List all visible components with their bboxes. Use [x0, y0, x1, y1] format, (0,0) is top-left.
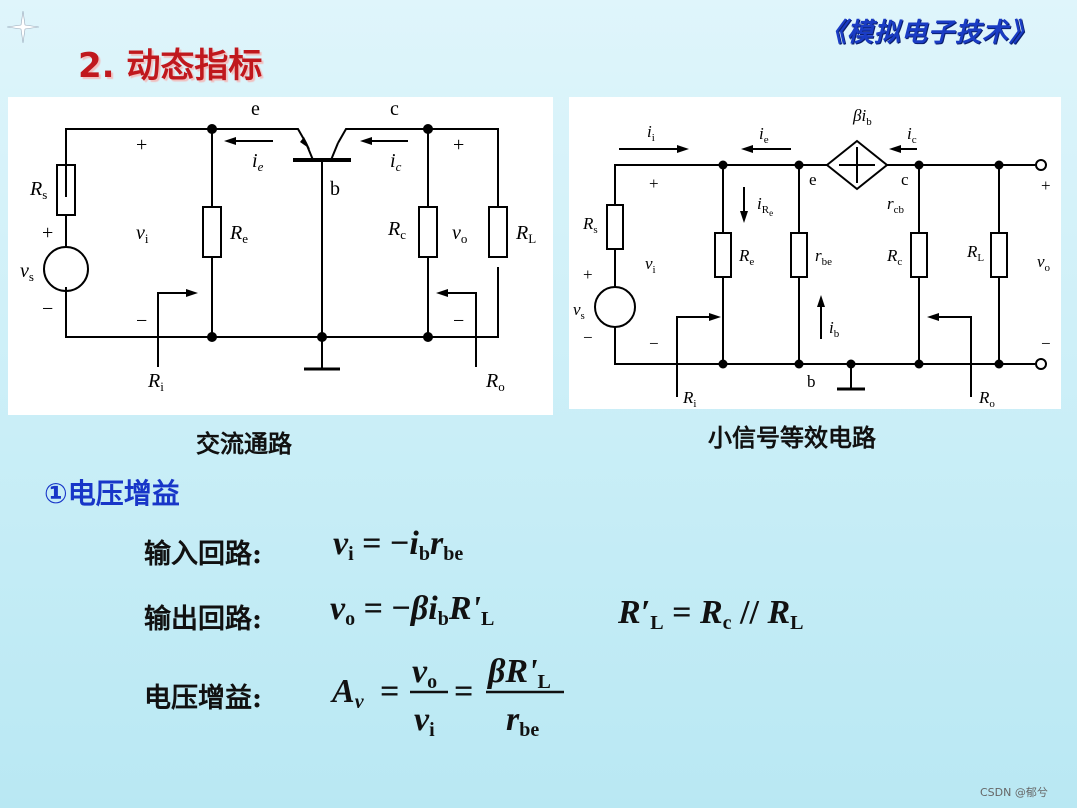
- input-minus: −: [136, 310, 147, 332]
- output-minus: −: [453, 310, 464, 332]
- gain-lhs: Av: [330, 673, 365, 713]
- output-plus: +: [453, 134, 464, 156]
- gain-den2: rbe: [506, 701, 539, 741]
- input-minus: −: [649, 334, 659, 353]
- ac-path-caption: 交流通路: [196, 429, 292, 458]
- node-b-label: b: [330, 178, 340, 200]
- gain-num1: vo: [412, 653, 437, 693]
- gain-den1: vi: [414, 701, 435, 741]
- input-plus: +: [649, 174, 659, 193]
- gain-num2: βR'L: [486, 653, 551, 693]
- course-title: 《模拟电子技术》: [820, 18, 1037, 48]
- source-plus: +: [42, 222, 53, 244]
- rl-label: RL: [515, 222, 536, 246]
- ro-label: Ro: [485, 370, 505, 394]
- slide-title: 2. 动态指标: [78, 46, 263, 86]
- ire-label: iRe: [757, 194, 773, 218]
- source-minus: −: [42, 298, 53, 320]
- gain-eq2: =: [454, 673, 473, 710]
- vs-label: vs: [20, 260, 34, 284]
- ie-label: ie: [759, 124, 769, 146]
- node-b-label: b: [807, 372, 816, 391]
- rl-label: RL: [966, 242, 984, 264]
- rc-label: Rc: [387, 218, 406, 242]
- node-e-label: e: [251, 98, 260, 120]
- source-minus: −: [583, 328, 593, 347]
- ic-label: ic: [907, 124, 917, 146]
- rs-label: Rs: [29, 178, 47, 202]
- sparkle-icon: [6, 10, 40, 44]
- ii-label: ii: [647, 122, 655, 144]
- node-c-label: c: [901, 170, 909, 189]
- section-heading: ①电压增益: [44, 477, 180, 510]
- load-parallel-equation: R′L = Rc // RL: [618, 594, 804, 634]
- rbe-label: rbe: [815, 246, 832, 268]
- vo-label: vo: [452, 222, 467, 246]
- small-signal-caption: 小信号等效电路: [708, 423, 876, 452]
- voltage-gain-equation: Av = vo vi = βR'L rbe: [330, 653, 564, 741]
- ri-label: Ri: [147, 370, 164, 394]
- rcb-label: rcb: [887, 194, 905, 216]
- gain-eq1: =: [380, 673, 399, 710]
- ac-path-figure: e c b + − + − + − ie ic Rs vi Re Rc vo R…: [8, 97, 553, 415]
- source-plus: +: [583, 265, 593, 284]
- re-label: Re: [738, 246, 754, 268]
- input-plus: +: [136, 134, 147, 156]
- input-loop-equation: vi = −ibrbe: [333, 525, 464, 565]
- output-loop-equation: vo = −βibR'L: [330, 590, 495, 630]
- input-loop-label: 输入回路:: [144, 539, 262, 570]
- beta-ib-label: βib: [852, 106, 872, 128]
- ie-label: ie: [252, 150, 264, 174]
- node-c-label: c: [390, 98, 399, 120]
- ic-label: ic: [390, 150, 402, 174]
- ro-label: Ro: [978, 388, 995, 409]
- watermark: CSDN @郁兮: [980, 786, 1048, 799]
- rs-label: Rs: [582, 214, 598, 236]
- ib-label: ib: [829, 318, 840, 340]
- vi-label: vi: [645, 254, 656, 276]
- output-minus: −: [1041, 334, 1051, 353]
- vs-label: vs: [573, 300, 585, 322]
- small-signal-circuit: e c b + − + − + − ii ie βib ic iRe rcb R…: [573, 106, 1051, 410]
- output-plus: +: [1041, 176, 1051, 195]
- ri-label: Ri: [682, 388, 696, 409]
- vo-label: vo: [1037, 252, 1051, 274]
- node-e-label: e: [809, 170, 817, 189]
- vi-label: vi: [136, 222, 149, 246]
- gain-label: 电压增益:: [144, 683, 262, 714]
- small-signal-figure: e c b + − + − + − ii ie βib ic iRe rcb R…: [569, 97, 1061, 410]
- ac-path-circuit: e c b + − + − + − ie ic Rs vi Re Rc vo R…: [20, 98, 536, 394]
- rc-label: Rc: [886, 246, 902, 268]
- output-loop-label: 输出回路:: [144, 604, 262, 635]
- re-label: Re: [229, 222, 248, 246]
